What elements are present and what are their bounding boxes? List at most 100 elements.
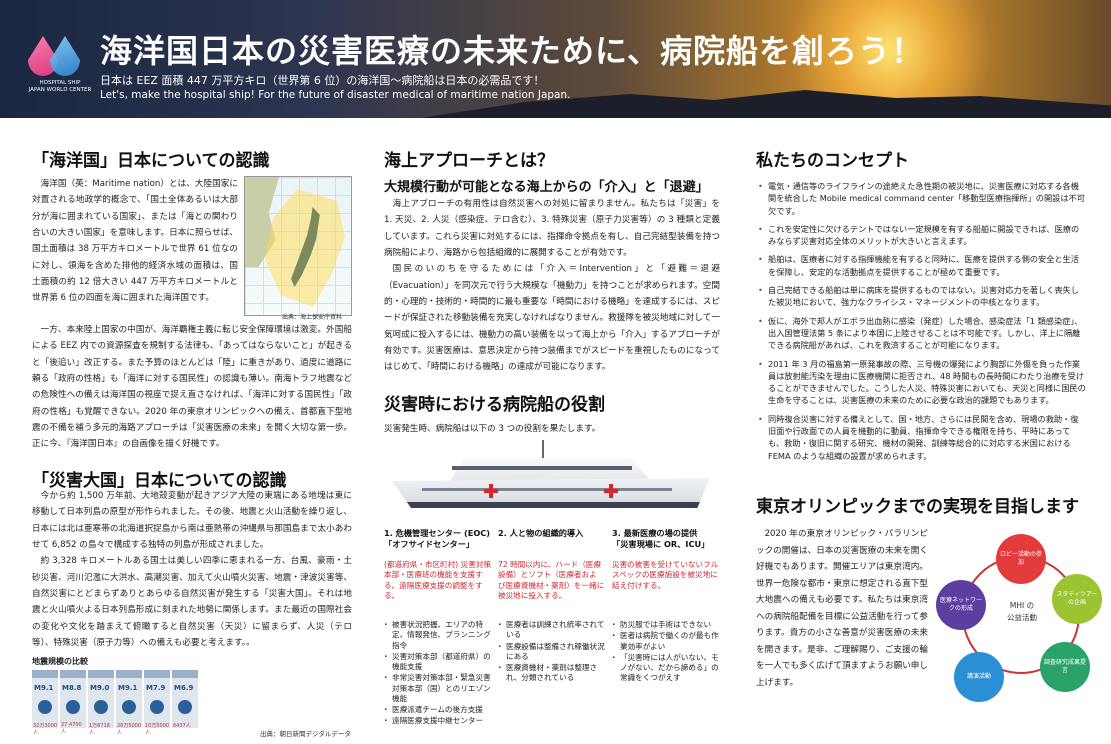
- circle-icon: [122, 700, 136, 714]
- list-item: 医者は病院で働くのが最も作業効率がよい: [610, 631, 720, 652]
- section-title-olympics: 東京オリンピックまでの実現を目指します: [756, 497, 1079, 517]
- cycle-center-label: MHI の 公益活動: [1007, 601, 1037, 622]
- ship-superstructure: [449, 458, 652, 482]
- maritime-body: 一方、本来陸上国家の中国が、海洋覇権主義に転じ安全保障環境は激変。外国船による …: [32, 322, 352, 453]
- list-item: 災害対策本部（都道府県）の機能支援: [382, 652, 492, 673]
- paragraph: 2020 年の東京オリンピック・パラリンピックの開催は、日本の災害医療の未来を開…: [756, 529, 928, 688]
- role-eoc: 1. 危機管理センター (EOC) 「オフサイドセンター」 (都道府県・市区町村…: [382, 528, 492, 728]
- quake-row: M9.1 32万3000人 M8.8 27,4700人 M9.0 1万8718人 M9…: [32, 670, 198, 736]
- list-item: 被害状況把握、エリアの特定、情報発信、プランニング指令: [382, 620, 492, 651]
- roles-intro: 災害発生時、病院船は以下の 3 つの役割を果たします。: [384, 424, 601, 434]
- concept-list: 電気・通信等のライフラインの途絶えた急性期の被災地に、災害医療に対応する各機関を…: [756, 180, 1086, 468]
- ship-windows: [422, 488, 672, 491]
- circle-icon: [150, 700, 164, 714]
- role-list: 防災服では手術はできない 医者は病院で働くのが最も作業効率がよい 「災害時には人…: [610, 620, 720, 684]
- quake-cell: M9.0 1万8718人: [88, 670, 114, 736]
- subheading-intervention: 大規模行動が可能となる海上からの「介入」と「退避」: [384, 180, 709, 195]
- list-item: 遠隔医療支援中継センター: [382, 716, 492, 727]
- list-item: これを安定性に欠けるテントではない一定規模を有する船舶に開設できれば、医療のみな…: [756, 223, 1086, 248]
- cycle-node-lobby: ロビー活動の参加: [996, 534, 1046, 584]
- eez-map: [244, 176, 352, 316]
- quake-magnitude: M8.8: [62, 684, 82, 692]
- quake-toll: 1万8718人: [89, 723, 110, 736]
- hospital-ship-illustration: [392, 440, 712, 520]
- quake-cell: M9.1 32万3000人: [32, 670, 58, 736]
- list-item: 仮に、海外で邦人がエボラ出血熱に感染（発症）した場合、感染症法「1 類感染症」、…: [756, 315, 1086, 352]
- paragraph: 今から約 1,500 万年前、大地殻変動が起きアジア大陸の東端にある地塊は東に移…: [32, 491, 352, 550]
- list-item: 自己完結できる船舶は単に病床を提供するものではない。災害対応力を著しく喪失した被…: [756, 284, 1086, 309]
- sea-approach-body: 海上アプローチの有用性は自然災害への対処に留まりません。私たちは「災害」を 1.…: [384, 196, 720, 376]
- role-summary: 災害の被害を受けていないフルスペックの医療施設を被災地に結え付けする。: [612, 560, 719, 590]
- ship-roles: 1. 危機管理センター (EOC) 「オフサイドセンター」 (都道府県・市区町村…: [382, 528, 720, 728]
- red-cross-icon: [484, 484, 498, 498]
- maritime-intro: 海洋国（英：Maritime nation）とは、大陸国家に対置される地政学的概…: [32, 176, 238, 307]
- role-title: 2. 人と物の組織的導入: [498, 528, 584, 538]
- cycle-node-research: 調査研究成果提言: [1040, 642, 1090, 692]
- role-summary: 72 時間以内に、ハード（医療設備）とソフト（医療者およ び医療資機材・薬剤）を…: [498, 560, 605, 600]
- role-title: 1. 危機管理センター (EOC) 「オフサイドセンター」: [384, 528, 491, 549]
- list-item: 電気・通信等のライフラインの途絶えた急性期の被災地に、災害医療に対応する各機関を…: [756, 180, 1086, 217]
- paragraph: 約 3,328 キロメートルある国土は美しい四季に恵まれる一方、台風、豪雨・土砂…: [32, 556, 352, 648]
- blue-drop-icon: [50, 36, 80, 76]
- role-title: 3. 最新医療の場の提供 「災害現場に OR、ICU」: [612, 528, 710, 549]
- section-title-ship-roles: 災害時における病院船の役割: [384, 395, 605, 415]
- list-item: 医療資機材・薬剤は整理され、分類されている: [496, 663, 606, 684]
- role-deployment: 2. 人と物の組織的導入 72 時間以内に、ハード（医療設備）とソフト（医療者お…: [496, 528, 606, 728]
- paragraph: 海洋国（英：Maritime nation）とは、大陸国家に対置される地政学的概…: [32, 179, 238, 304]
- quake-toll: 32万3000人: [33, 723, 58, 736]
- list-item: 防災服では手術はできない: [610, 620, 720, 631]
- list-item: 医療派遣チームの後方支援: [382, 705, 492, 716]
- earthquake-comparison-chart: 地震規模の比較 M9.1 32万3000人 M8.8 27,4700人 M9.0 1万…: [32, 656, 242, 736]
- disaster-body: 今から約 1,500 万年前、大地殻変動が起きアジア大陸の東端にある地塊は東に移…: [32, 488, 352, 651]
- hospital-ship-logo: HOSPITAL SHIP JAPAN WORLD CENTER: [22, 26, 94, 106]
- list-item: 非常災害対策本部・緊急災害対策本部（国）とのリエゾン機能: [382, 673, 492, 704]
- quake-caption: 出典：朝日新聞デジタルデータ: [260, 730, 351, 738]
- list-item: 船舶は、医療者に対する指揮機能を有すると同時に、医療を提供する側の安全と生活を保…: [756, 253, 1086, 278]
- ship-mast: [542, 440, 544, 460]
- section-title-disaster: 「災害大国」日本についての認識: [32, 471, 287, 491]
- map-caption: 出典：海上保安庁資料: [282, 314, 343, 321]
- list-item: 同時複合災害に対する備えとして、国・地方、さらには民間を含め、現場の救助・復旧面…: [756, 413, 1086, 462]
- list-item: 「災害時には人がいない、モノがない、だから諦める」の常識をくつがえす: [610, 653, 720, 684]
- section-title-concept: 私たちのコンセプト: [756, 151, 909, 171]
- quake-cell: M7.9 10万5000人: [144, 670, 170, 736]
- list-item: 医療者は訓練され統率されている: [496, 620, 606, 641]
- quake-magnitude: M6.9: [174, 684, 194, 692]
- logo-caption: HOSPITAL SHIP JAPAN WORLD CENTER: [28, 80, 92, 94]
- quake-toll: 6437人: [173, 723, 191, 729]
- header-banner: HOSPITAL SHIP JAPAN WORLD CENTER 海洋国日本の災…: [0, 0, 1111, 118]
- section-title-sea-approach: 海上アプローチとは？: [384, 151, 554, 171]
- circle-icon: [66, 700, 80, 714]
- quake-toll: 10万5000人: [145, 723, 170, 736]
- list-item: 医療設備は整備され稼働状況にある: [496, 642, 606, 663]
- paragraph: 国民のいのちを守るためには「介入＝Intervention」と「避難＝退避（Ev…: [384, 264, 720, 373]
- paragraph: 海上アプローチの有用性は自然災害への対処に留まりません。私たちは「災害」を 1.…: [384, 199, 720, 258]
- circle-icon: [178, 700, 192, 714]
- subtitle-japanese: 日本は EEZ 面積 447 万平方キロ（世界第 6 位）の海洋国〜病院船は日本…: [100, 74, 545, 87]
- cycle-node-lecture: 講演活動: [954, 652, 1004, 702]
- red-cross-icon: [604, 484, 618, 498]
- quake-magnitude: M9.0: [90, 684, 110, 692]
- cycle-node-study-tour: スタディツアーの企画: [1052, 574, 1102, 624]
- quake-toll: 27,4700人: [61, 722, 82, 735]
- page-title: 海洋国日本の災害医療の未来ために、病院船を創ろう！: [100, 32, 925, 70]
- list-item: 2011 年 3 月の福島第一原発事故の際、三号機の爆発により胸部に外傷を負った…: [756, 358, 1086, 407]
- subtitle-english: Let's, make the hospital ship! For the f…: [100, 89, 571, 101]
- circle-icon: [38, 700, 52, 714]
- quake-magnitude: M9.1: [118, 684, 138, 692]
- role-list: 被害状況把握、エリアの特定、情報発信、プランニング指令 災害対策本部（都道府県）…: [382, 620, 492, 727]
- quake-magnitude: M9.1: [34, 684, 54, 692]
- paragraph: 一方、本来陸上国家の中国が、海洋覇権主義に転じ安全保障環境は激変。外国船による …: [32, 325, 352, 450]
- quake-cell: M6.9 6437人: [172, 670, 198, 729]
- role-list: 医療者は訓練され統率されている 医療設備は整備され稼働状況にある 医療資機材・薬…: [496, 620, 606, 684]
- ship-hull: [392, 478, 710, 508]
- ship-windows: [452, 466, 632, 470]
- olympics-body: 2020 年の東京オリンピック・パラリンピックの開催は、日本の災害医療の未来を開…: [756, 526, 928, 691]
- quake-magnitude: M7.9: [146, 684, 166, 692]
- quake-cell: M8.8 27,4700人: [60, 670, 86, 735]
- role-summary: (都道府県・市区町村) 災害対策本部・医療班の機能を支援する。遠隔医療支援の調整…: [384, 560, 492, 600]
- quake-chart-title: 地震規模の比較: [32, 657, 88, 666]
- section-title-maritime: 「海洋国」日本についての認識: [32, 151, 270, 171]
- circle-icon: [94, 700, 108, 714]
